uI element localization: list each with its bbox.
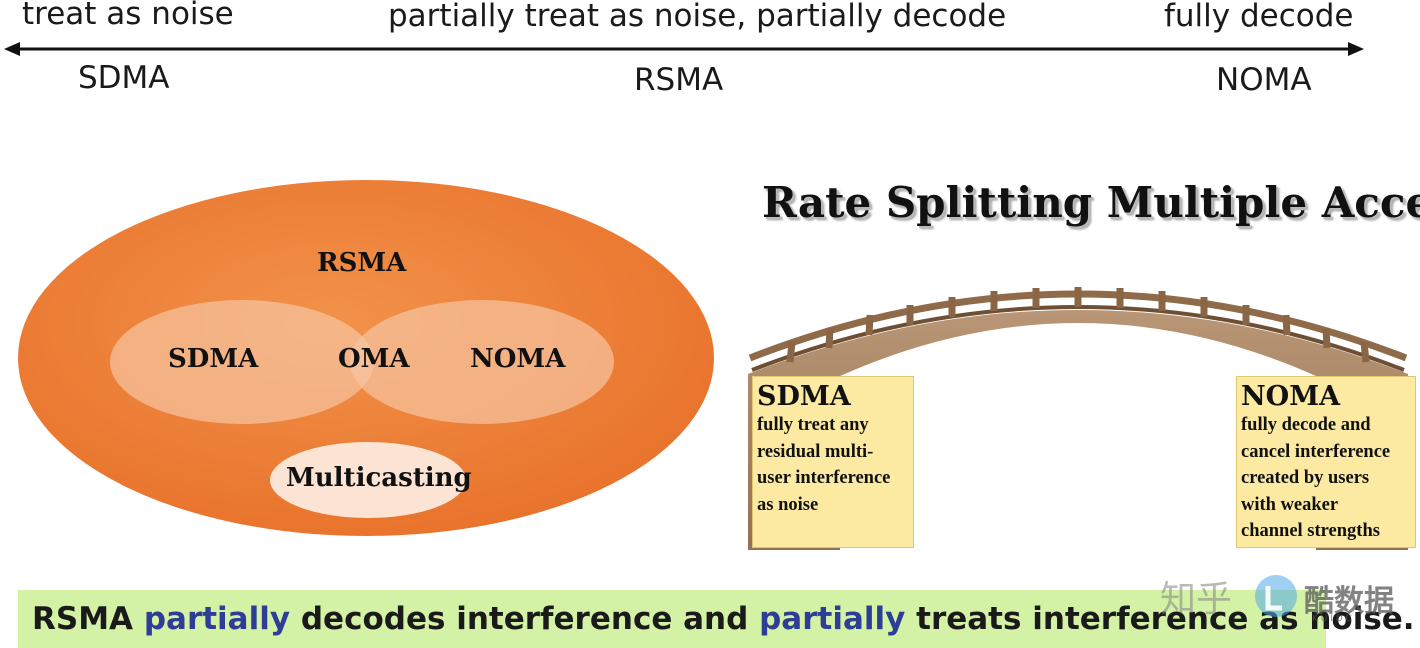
summary-part-5: treats interference as noise. <box>905 601 1415 637</box>
watermark-zhihu: 知乎 <box>1160 579 1233 620</box>
label-partially-decode: partially treat as noise, partially deco… <box>388 0 1007 34</box>
venn-label-rsma: RSMA <box>317 248 407 278</box>
watermark-logo-icon <box>1255 575 1297 617</box>
scheme-noma: NOMA <box>1216 62 1312 98</box>
summary-banner <box>18 590 1326 648</box>
noma-box-title: NOMA <box>1241 381 1341 412</box>
venn-label-sdma: SDMA <box>168 344 259 374</box>
noma-pillar-box: NOMA fully decode and cancel interferenc… <box>1236 376 1416 548</box>
label-treat-as-noise: treat as noise <box>22 0 234 32</box>
bridge-deck-edge <box>751 305 1405 372</box>
label-fully-decode: fully decode <box>1164 0 1354 34</box>
sdma-box-line-3: user interference <box>757 468 891 488</box>
bridge-balusters <box>786 287 1370 363</box>
summary-text: RSMA partially decodes interference and … <box>32 601 1415 637</box>
sdma-box-title: SDMA <box>757 381 851 412</box>
spectrum-double-arrow <box>4 42 1364 56</box>
sdma-box-line-1: fully treat any <box>757 415 869 435</box>
summary-part-3: decodes interference and <box>290 601 760 637</box>
sdma-box-line-4: as noise <box>757 494 819 515</box>
sdma-ellipse <box>110 300 374 424</box>
noma-box-line-5: channel strengths <box>1241 521 1380 541</box>
noma-box-line-4: with weaker <box>1241 494 1339 515</box>
sdma-box-line-2: residual multi- <box>757 441 874 462</box>
venn-label-noma: NOMA <box>470 344 566 374</box>
summary-highlight-2: partially <box>759 601 906 637</box>
noma-box-line-1: fully decode and <box>1241 415 1371 435</box>
sdma-pillar-box: SDMA fully treat any residual multi- use… <box>752 376 914 548</box>
noma-ellipse <box>350 300 614 424</box>
noma-box-line-2: cancel interference <box>1241 441 1391 462</box>
venn-label-multicasting: Multicasting <box>286 463 472 493</box>
watermark-kuidc-small: K U I D C <box>1312 614 1352 624</box>
summary-highlight-1: partially <box>143 601 291 637</box>
scheme-sdma: SDMA <box>78 60 170 96</box>
scheme-rsma: RSMA <box>634 62 724 98</box>
summary-part-1: RSMA <box>32 601 144 637</box>
venn-label-oma: OMA <box>338 344 410 374</box>
venn-diagram <box>18 180 714 536</box>
watermark-kuidc: 酷数据 <box>1304 584 1394 619</box>
bridge-title: Rate Splitting Multiple Access <box>762 178 1420 227</box>
multicasting-ellipse <box>270 442 466 518</box>
noma-box-line-3: created by users <box>1241 468 1370 488</box>
